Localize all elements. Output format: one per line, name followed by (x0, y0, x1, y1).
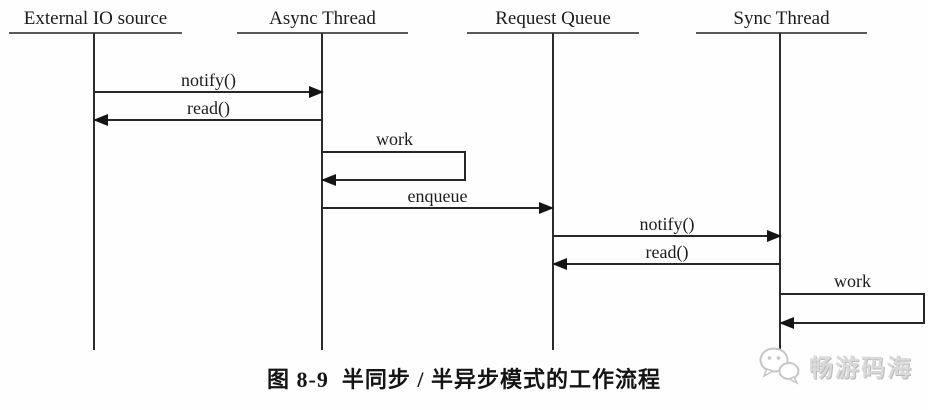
arrowhead-left-icon (779, 317, 794, 329)
arrow-line (94, 86, 324, 98)
arrowhead-right-icon (309, 86, 324, 98)
message-arrow-enqueue: enqueue (322, 186, 554, 214)
message-label: read() (645, 242, 689, 262)
lifeline-label: Request Queue (495, 8, 611, 29)
lifeline-async-thread (321, 33, 323, 350)
message-label: enqueue (407, 186, 468, 206)
lifeline-header-async-thread: Async Thread (237, 8, 408, 34)
arrowhead-left-icon (93, 114, 108, 126)
lifeline-header-sync-thread: Sync Thread (696, 8, 867, 34)
message-arrow-read-1: read() (93, 98, 323, 126)
message-arrow-notify-2: notify() (553, 214, 782, 242)
figure-caption-text: 图 8-9 半同步 / 半异步模式的工作流程 (267, 367, 661, 392)
message-label: notify() (181, 70, 236, 90)
arrowhead-right-icon (539, 202, 554, 214)
lifeline-sync-thread (779, 33, 781, 357)
message-arrow-notify-1: notify() (94, 70, 324, 98)
lifeline-label: Async Thread (269, 8, 376, 29)
lifeline-label: Sync Thread (733, 8, 830, 29)
lifeline-request-queue (552, 33, 554, 350)
wechat-bubbles-icon (759, 347, 800, 385)
message-label-work-async: work (376, 129, 413, 149)
self-call-box-async-work (321, 151, 466, 186)
arrowhead-right-icon (767, 230, 782, 242)
message-label: read() (187, 98, 230, 118)
watermark-text: 畅游码海 (809, 354, 913, 382)
message-arrow-read-2: read() (552, 242, 781, 270)
message-label: notify() (639, 214, 695, 234)
arrow-line (552, 258, 781, 270)
lifeline-label: External IO source (23, 8, 168, 29)
arrow-line (93, 114, 323, 126)
lifeline-header-request-queue: Request Queue (467, 8, 639, 34)
figure-caption: 图 8-9 半同步 / 半异步模式的工作流程 (0, 362, 928, 394)
arrow-line (553, 230, 782, 242)
arrow-line (322, 202, 554, 214)
watermark: 畅游码海 (758, 344, 913, 386)
lifeline-header-external-io-source: External IO source (9, 8, 182, 34)
arrowhead-left-icon (552, 258, 567, 270)
self-call-box-sync-work (779, 293, 925, 329)
arrowhead-left-icon (321, 174, 336, 186)
message-label-work-sync: work (834, 271, 871, 291)
lifeline-external-io-source (93, 33, 95, 350)
